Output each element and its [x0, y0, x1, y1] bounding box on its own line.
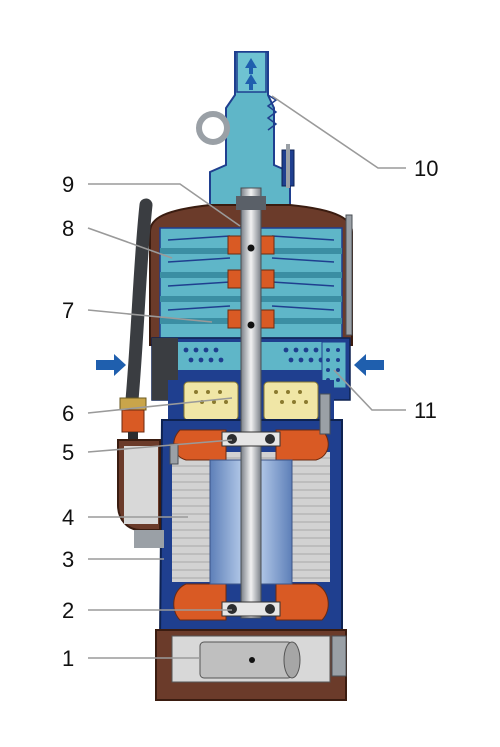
leader-line-10 [271, 95, 406, 169]
stator-winding-upper [173, 429, 329, 461]
upper-bearing [221, 431, 281, 447]
leader-line-8 [87, 227, 173, 259]
discharge-nozzle [209, 51, 291, 206]
leader-line-7 [87, 309, 213, 323]
leader-line-5 [87, 439, 233, 453]
callout-1: 1 [62, 646, 74, 671]
inflow-right-arrow-icon [354, 354, 384, 376]
capacitor [199, 641, 301, 679]
leader-line-11 [333, 369, 406, 411]
callout-6: 6 [62, 401, 74, 426]
leader-lines [87, 95, 406, 659]
callout-7: 7 [62, 298, 74, 323]
callout-3: 3 [62, 547, 74, 572]
callout-2: 2 [62, 598, 74, 623]
lifting-eye [196, 111, 230, 145]
flow-up-arrow-icon [245, 58, 257, 90]
lower-bearing [221, 601, 281, 617]
housing-bolt [169, 393, 331, 465]
motor-shaft [236, 187, 266, 619]
inflow-left-arrow-icon [96, 354, 126, 376]
callout-5: 5 [62, 440, 74, 465]
callout-4: 4 [62, 505, 74, 530]
callout-11: 11 [414, 398, 437, 423]
callout-labels: 1 2 3 4 5 6 7 8 9 10 11 [62, 156, 438, 671]
leader-line-6 [87, 397, 233, 414]
callout-10: 10 [414, 156, 438, 181]
callout-9: 9 [62, 172, 74, 197]
stator-winding-lower [173, 583, 329, 621]
base-bolt [331, 635, 347, 677]
callout-8: 8 [62, 216, 74, 241]
leader-line-9 [88, 183, 241, 227]
nozzle-bolt [281, 144, 295, 188]
